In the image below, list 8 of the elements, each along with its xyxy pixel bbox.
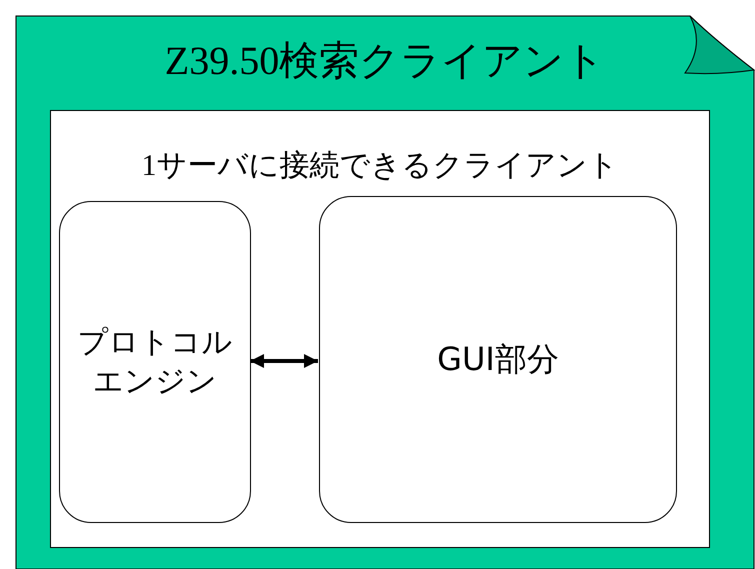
double-arrow <box>250 354 318 368</box>
panel-heading: 1サーバに接続できるクライアント <box>140 148 620 184</box>
module-box <box>319 196 677 523</box>
module-box <box>59 201 251 523</box>
content-panel <box>50 110 710 548</box>
module-label: GUI部分 <box>437 338 559 380</box>
card-title: Z39.50検索クライアント <box>164 37 606 85</box>
module-label: プロトコルエンジン <box>76 324 234 401</box>
